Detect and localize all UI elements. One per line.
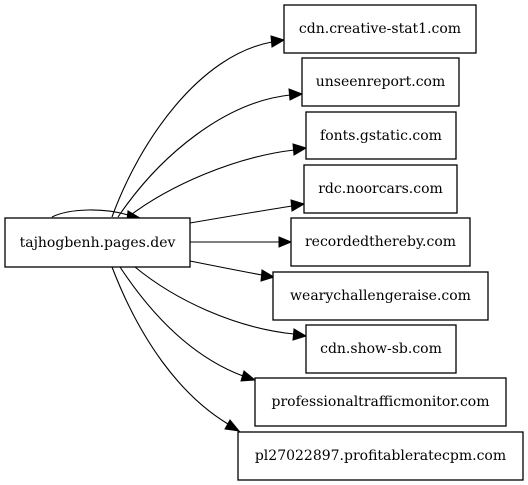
nodes: tajhogbenh.pages.dev cdn.creative-stat1.… (4, 4, 524, 481)
node-tajhogbenh-pages-dev: tajhogbenh.pages.dev (4, 217, 191, 268)
node-fonts-gstatic-com: fonts.gstatic.com (305, 111, 457, 160)
node-professionaltrafficmonitor-com: professionaltrafficmonitor.com (254, 377, 507, 427)
edge-to-pl27022897-profitableratecpm-arrowhead (224, 419, 241, 432)
edge-to-wearychallengeraise-arrowhead (260, 269, 276, 282)
edge-to-cdn-creative-stat1-arrowhead (270, 35, 286, 48)
node-label: tajhogbenh.pages.dev (20, 235, 176, 251)
node-rdc-noorcars-com: rdc.noorcars.com (303, 164, 458, 214)
edges (51, 35, 308, 432)
node-recordedthereby-com: recordedthereby.com (290, 217, 471, 267)
node-label: cdn.creative-stat1.com (299, 21, 461, 37)
edge-self-loop (51, 209, 129, 218)
edge-to-recordedthereby-arrowhead (278, 236, 293, 248)
edge-to-professionaltrafficmonitor-arrowhead (240, 370, 257, 382)
edge-to-pl27022897-profitableratecpm (111, 266, 229, 425)
edge-to-cdn-show-sb-arrowhead (292, 328, 308, 341)
edge-to-fonts-gstatic-arrowhead (292, 143, 308, 156)
edge-to-professionaltrafficmonitor (119, 266, 244, 377)
edge-to-unseenreport-arrowhead (288, 88, 304, 101)
node-label: wearychallengeraise.com (290, 288, 471, 304)
node-label: cdn.show-sb.com (320, 341, 442, 357)
node-label: recordedthereby.com (305, 234, 456, 250)
edge-to-rdc-noorcars-arrowhead (290, 199, 306, 212)
node-label: unseenreport.com (316, 74, 446, 90)
edge-to-fonts-gstatic (127, 149, 295, 218)
node-wearychallengeraise-com: wearychallengeraise.com (272, 271, 489, 321)
edge-to-wearychallengeraise (189, 260, 263, 276)
node-label: fonts.gstatic.com (320, 128, 442, 144)
node-label: rdc.noorcars.com (318, 181, 443, 197)
edge-to-cdn-show-sb (134, 266, 295, 335)
node-pl27022897-profitableratecpm-com: pl27022897.profitableratecpm.com (237, 431, 524, 481)
node-cdn-creative-stat1-com: cdn.creative-stat1.com (283, 4, 477, 54)
edge-to-unseenreport (117, 94, 291, 218)
node-label: professionaltrafficmonitor.com (272, 394, 490, 410)
edge-to-rdc-noorcars (189, 205, 293, 224)
edge-to-cdn-creative-stat1 (111, 41, 273, 218)
node-unseenreport-com: unseenreport.com (301, 57, 460, 107)
node-cdn-show-sb-com: cdn.show-sb.com (305, 324, 457, 374)
node-label: pl27022897.profitableratecpm.com (255, 448, 506, 464)
